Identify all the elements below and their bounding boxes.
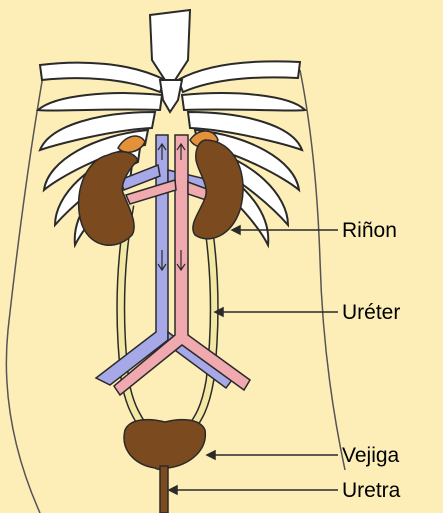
kidney-label: Riñon — [342, 220, 397, 241]
urethra — [160, 466, 168, 513]
bladder — [124, 420, 205, 470]
urethra-label: Uretra — [342, 480, 400, 501]
bladder-label: Vejiga — [342, 445, 399, 466]
ureter-label: Uréter — [342, 302, 400, 323]
bladder-group — [124, 420, 205, 513]
